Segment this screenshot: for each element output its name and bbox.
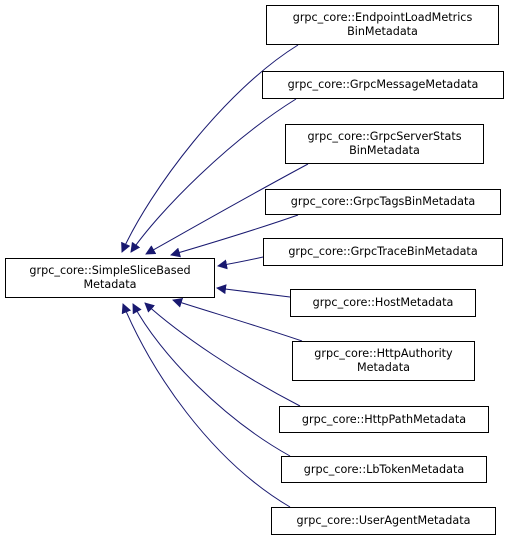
base-class-label-line-2: Metadata — [83, 278, 137, 291]
inheritance-edge-grpc-trace-bin — [217, 256, 264, 270]
base-class-node-simple-slice-based-metadata[interactable]: grpc_core::SimpleSliceBased Metadata — [5, 258, 215, 298]
derived-class-node-grpc-trace-bin-metadata[interactable]: grpc_core::GrpcTraceBinMetadata — [263, 238, 503, 266]
derived-class-node-user-agent-metadata[interactable]: grpc_core::UserAgentMetadata — [271, 507, 496, 535]
inheritance-edge-http-path — [144, 302, 301, 407]
derived-class-label-line-2: Metadata — [357, 361, 410, 374]
derived-class-label-line-1: grpc_core::HttpAuthority — [314, 347, 453, 360]
inheritance-edge-grpc-message — [130, 98, 297, 253]
derived-class-label: grpc_core::HostMetadata — [312, 296, 454, 309]
derived-class-node-host-metadata[interactable]: grpc_core::HostMetadata — [290, 289, 476, 317]
inheritance-edge-http-authority — [172, 298, 303, 342]
derived-class-label: grpc_core::GrpcMessageMetadata — [287, 78, 479, 91]
derived-class-label-line-1: grpc_core::EndpointLoadMetrics — [292, 11, 473, 24]
derived-class-node-grpc-message-metadata[interactable]: grpc_core::GrpcMessageMetadata — [262, 71, 504, 99]
inheritance-edge-grpc-tags-bin — [170, 214, 299, 258]
base-class-label-line-1: grpc_core::SimpleSliceBased — [29, 264, 191, 277]
derived-class-node-lb-token-metadata[interactable]: grpc_core::LbTokenMetadata — [281, 456, 487, 483]
derived-class-node-grpc-tags-bin-metadata[interactable]: grpc_core::GrpcTagsBinMetadata — [265, 189, 501, 215]
derived-class-label: grpc_core::UserAgentMetadata — [296, 514, 471, 527]
derived-class-label: grpc_core::LbTokenMetadata — [303, 462, 465, 476]
derived-class-node-http-path-metadata[interactable]: grpc_core::HttpPathMetadata — [279, 406, 489, 433]
derived-class-label: grpc_core::GrpcTagsBinMetadata — [290, 195, 476, 208]
inheritance-edge-endpoint-load-metrics — [121, 44, 299, 253]
derived-class-node-http-authority-metadata[interactable]: grpc_core::HttpAuthority Metadata — [292, 341, 475, 381]
derived-class-label-line-2: BinMetadata — [347, 25, 418, 38]
derived-class-label-line-2: BinMetadata — [349, 144, 420, 157]
inheritance-edge-user-agent — [121, 303, 291, 508]
inheritance-edge-lb-token — [132, 303, 291, 457]
inheritance-edge-grpc-server-stats — [145, 163, 309, 255]
derived-class-label-line-1: grpc_core::GrpcServerStats — [307, 130, 462, 143]
derived-class-label: grpc_core::HttpPathMetadata — [301, 412, 467, 426]
derived-class-node-endpoint-load-metrics-bin-metadata[interactable]: grpc_core::EndpointLoadMetrics BinMetada… — [266, 5, 499, 45]
inheritance-edge-host — [216, 284, 291, 298]
derived-class-node-grpc-server-stats-bin-metadata[interactable]: grpc_core::GrpcServerStats BinMetadata — [285, 124, 484, 164]
derived-class-label: grpc_core::GrpcTraceBinMetadata — [288, 245, 478, 258]
